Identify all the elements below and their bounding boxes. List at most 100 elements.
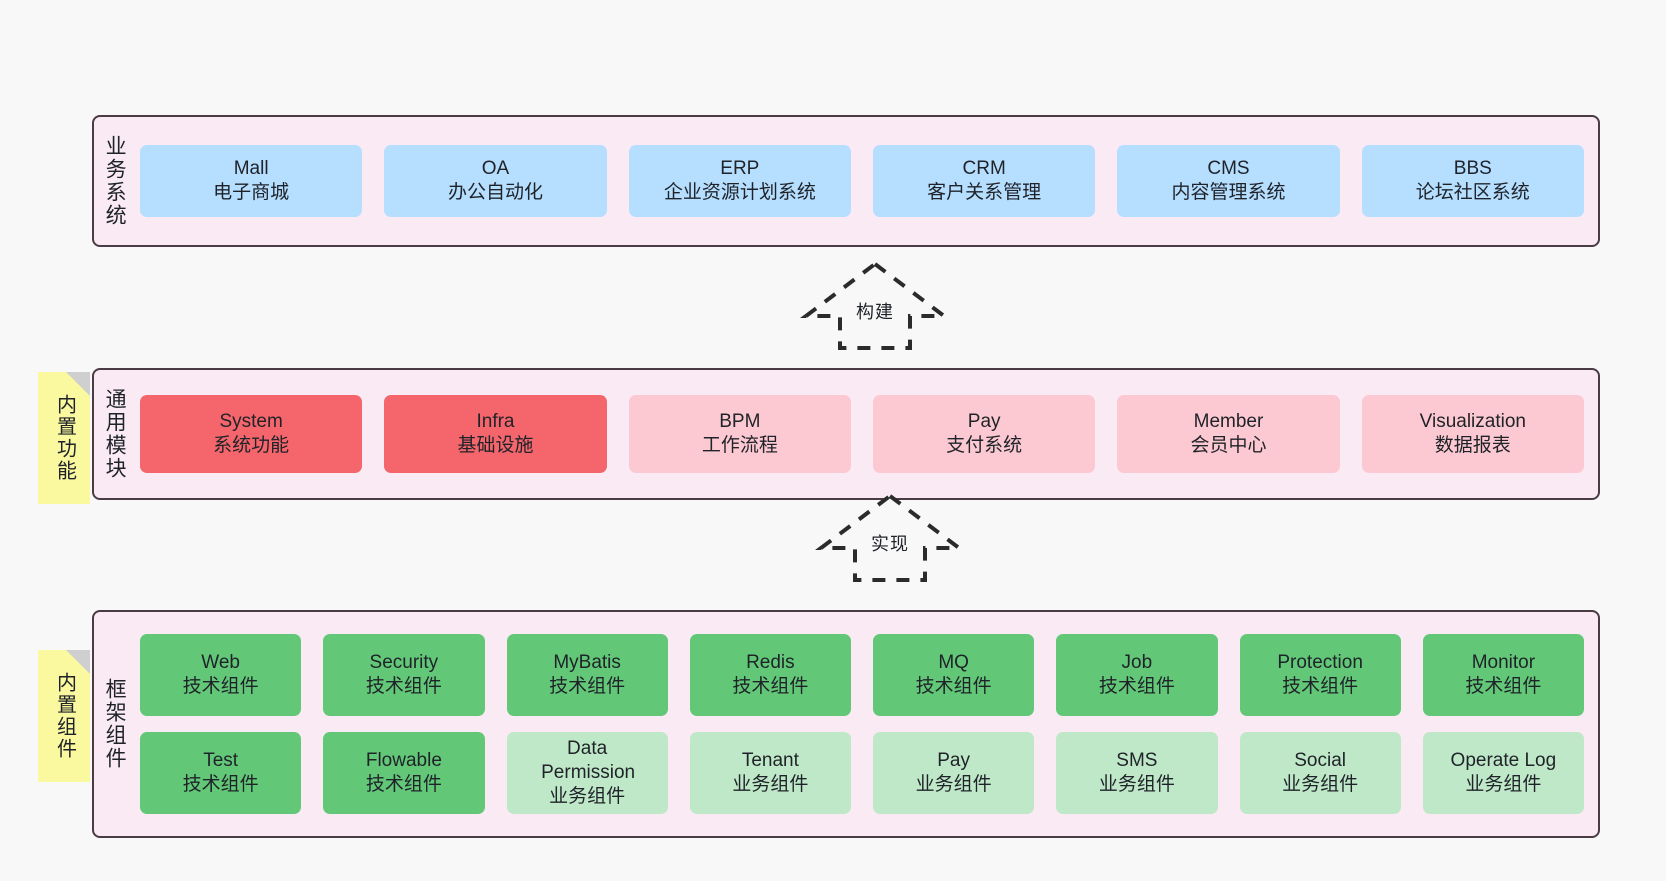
node-mq-title: MQ	[938, 651, 969, 673]
implement-arrow: 实现	[815, 490, 965, 582]
note-builtin-function-label: 内置功能	[53, 394, 76, 482]
node-job-subtitle: 技术组件	[1098, 676, 1175, 697]
row-business-systems: Mall 电子商城 OA 办公自动化 ERP 企业资源计划系统 CRM 客户关系…	[140, 145, 1584, 217]
node-tenant-title: Tenant	[741, 749, 799, 771]
layer-common-module: 通用模块 System 系统功能 Infra 基础设施 BPM 工作流程 Pay…	[92, 368, 1600, 500]
node-test-subtitle: 技术组件	[182, 774, 259, 795]
layer-body-common-module: System 系统功能 Infra 基础设施 BPM 工作流程 Pay 支付系统…	[134, 370, 1598, 498]
note-fold-corner-icon	[66, 372, 90, 396]
row-business-components: Test 技术组件 Flowable 技术组件 Data Permission …	[140, 732, 1584, 814]
node-oa-subtitle: 办公自动化	[447, 182, 543, 203]
node-protection-subtitle: 技术组件	[1282, 676, 1359, 697]
node-sms[interactable]: SMS 业务组件	[1056, 732, 1218, 814]
layer-title-business-system: 业务系统	[103, 135, 127, 227]
node-cms[interactable]: CMS 内容管理系统	[1117, 145, 1340, 217]
node-social-title: Social	[1294, 749, 1346, 771]
note-builtin-function: 内置功能	[38, 372, 90, 504]
node-crm[interactable]: CRM 客户关系管理	[872, 145, 1096, 217]
node-job[interactable]: Job 技术组件	[1056, 634, 1218, 716]
node-crm-subtitle: 客户关系管理	[927, 182, 1042, 203]
node-erp-title: ERP	[720, 157, 760, 179]
node-web[interactable]: Web 技术组件	[140, 634, 302, 716]
node-flowable[interactable]: Flowable 技术组件	[323, 732, 485, 814]
layer-business-system: 业务系统 Mall 电子商城 OA 办公自动化 ERP 企业资源计划系统 CRM…	[92, 115, 1600, 247]
node-system-subtitle: 系统功能	[213, 435, 290, 456]
node-tenant[interactable]: Tenant 业务组件	[689, 732, 851, 814]
node-redis[interactable]: Redis 技术组件	[689, 634, 851, 716]
node-bpm-title: BPM	[719, 410, 761, 432]
node-pay-component-title: Pay	[937, 749, 970, 771]
node-pay-component-subtitle: 业务组件	[915, 774, 992, 795]
node-operate-log-title: Operate Log	[1450, 749, 1557, 771]
node-erp[interactable]: ERP 企业资源计划系统	[628, 145, 851, 217]
node-data-permission[interactable]: Data Permission 业务组件	[506, 732, 668, 814]
node-security-title: Security	[369, 651, 439, 673]
note-fold-corner-icon	[66, 650, 90, 674]
node-security[interactable]: Security 技术组件	[323, 634, 485, 716]
note-builtin-component-label: 内置组件	[53, 672, 76, 760]
node-infra[interactable]: Infra 基础设施	[384, 395, 607, 473]
node-protection[interactable]: Protection 技术组件	[1239, 634, 1401, 716]
node-system-title: System	[219, 410, 283, 432]
node-sms-subtitle: 业务组件	[1098, 774, 1175, 795]
node-system[interactable]: System 系统功能	[140, 395, 363, 473]
node-bpm-subtitle: 工作流程	[701, 435, 778, 456]
node-visualization-title: Visualization	[1419, 410, 1526, 432]
node-infra-title: Infra	[476, 410, 515, 432]
node-member[interactable]: Member 会员中心	[1117, 395, 1340, 473]
node-mq-subtitle: 技术组件	[915, 676, 992, 697]
node-flowable-subtitle: 技术组件	[365, 774, 442, 795]
node-member-title: Member	[1193, 410, 1264, 432]
node-monitor-title: Monitor	[1471, 651, 1536, 673]
node-test[interactable]: Test 技术组件	[140, 732, 302, 814]
node-pay-module-title: Pay	[967, 410, 1001, 432]
row-common-modules: System 系统功能 Infra 基础设施 BPM 工作流程 Pay 支付系统…	[140, 395, 1584, 473]
layer-framework-component: 框架组件 Web 技术组件 Security 技术组件 MyBatis 技术组件…	[92, 610, 1600, 838]
node-cms-title: CMS	[1207, 157, 1250, 179]
node-social-subtitle: 业务组件	[1282, 774, 1359, 795]
node-member-subtitle: 会员中心	[1190, 435, 1267, 456]
node-mq[interactable]: MQ 技术组件	[873, 634, 1035, 716]
node-monitor-subtitle: 技术组件	[1465, 676, 1542, 697]
node-oa[interactable]: OA 办公自动化	[384, 145, 607, 217]
node-pay-module[interactable]: Pay 支付系统	[872, 395, 1096, 473]
node-data-permission-subtitle: 业务组件	[549, 786, 626, 808]
node-mall[interactable]: Mall 电子商城	[140, 145, 363, 217]
node-operate-log-subtitle: 业务组件	[1465, 774, 1542, 795]
node-erp-subtitle: 企业资源计划系统	[663, 182, 816, 203]
node-bbs-title: BBS	[1453, 157, 1492, 179]
node-pay-module-subtitle: 支付系统	[946, 435, 1023, 456]
node-social[interactable]: Social 业务组件	[1239, 732, 1401, 814]
node-web-subtitle: 技术组件	[182, 676, 259, 697]
layer-title-common-module: 通用模块	[103, 388, 127, 480]
node-redis-subtitle: 技术组件	[732, 676, 809, 697]
node-monitor[interactable]: Monitor 技术组件	[1422, 634, 1584, 716]
node-mall-title: Mall	[233, 157, 269, 179]
node-cms-subtitle: 内容管理系统	[1171, 182, 1286, 203]
node-visualization-subtitle: 数据报表	[1434, 435, 1511, 456]
node-mall-subtitle: 电子商城	[213, 182, 290, 203]
build-arrow: 构建	[800, 258, 950, 350]
build-arrow-label: 构建	[856, 302, 894, 322]
node-operate-log[interactable]: Operate Log 业务组件	[1422, 732, 1584, 814]
node-data-permission-title: Data Permission	[541, 737, 636, 783]
node-bbs-subtitle: 论坛社区系统	[1415, 182, 1530, 203]
node-tenant-subtitle: 业务组件	[732, 774, 809, 795]
node-sms-title: SMS	[1116, 749, 1158, 771]
node-pay-component[interactable]: Pay 业务组件	[873, 732, 1035, 814]
layer-title-framework-component: 框架组件	[103, 678, 127, 770]
node-bbs[interactable]: BBS 论坛社区系统	[1361, 145, 1584, 217]
node-oa-title: OA	[481, 157, 510, 179]
node-test-title: Test	[203, 749, 239, 771]
layer-body-framework-component: Web 技术组件 Security 技术组件 MyBatis 技术组件 Redi…	[134, 612, 1598, 836]
node-bpm[interactable]: BPM 工作流程	[628, 395, 851, 473]
node-mybatis[interactable]: MyBatis 技术组件	[506, 634, 668, 716]
node-redis-title: Redis	[746, 651, 795, 673]
node-web-title: Web	[201, 651, 240, 673]
node-security-subtitle: 技术组件	[365, 676, 442, 697]
node-visualization[interactable]: Visualization 数据报表	[1361, 395, 1584, 473]
node-mybatis-subtitle: 技术组件	[549, 676, 626, 697]
node-job-title: Job	[1121, 651, 1153, 673]
node-mybatis-title: MyBatis	[553, 651, 621, 673]
